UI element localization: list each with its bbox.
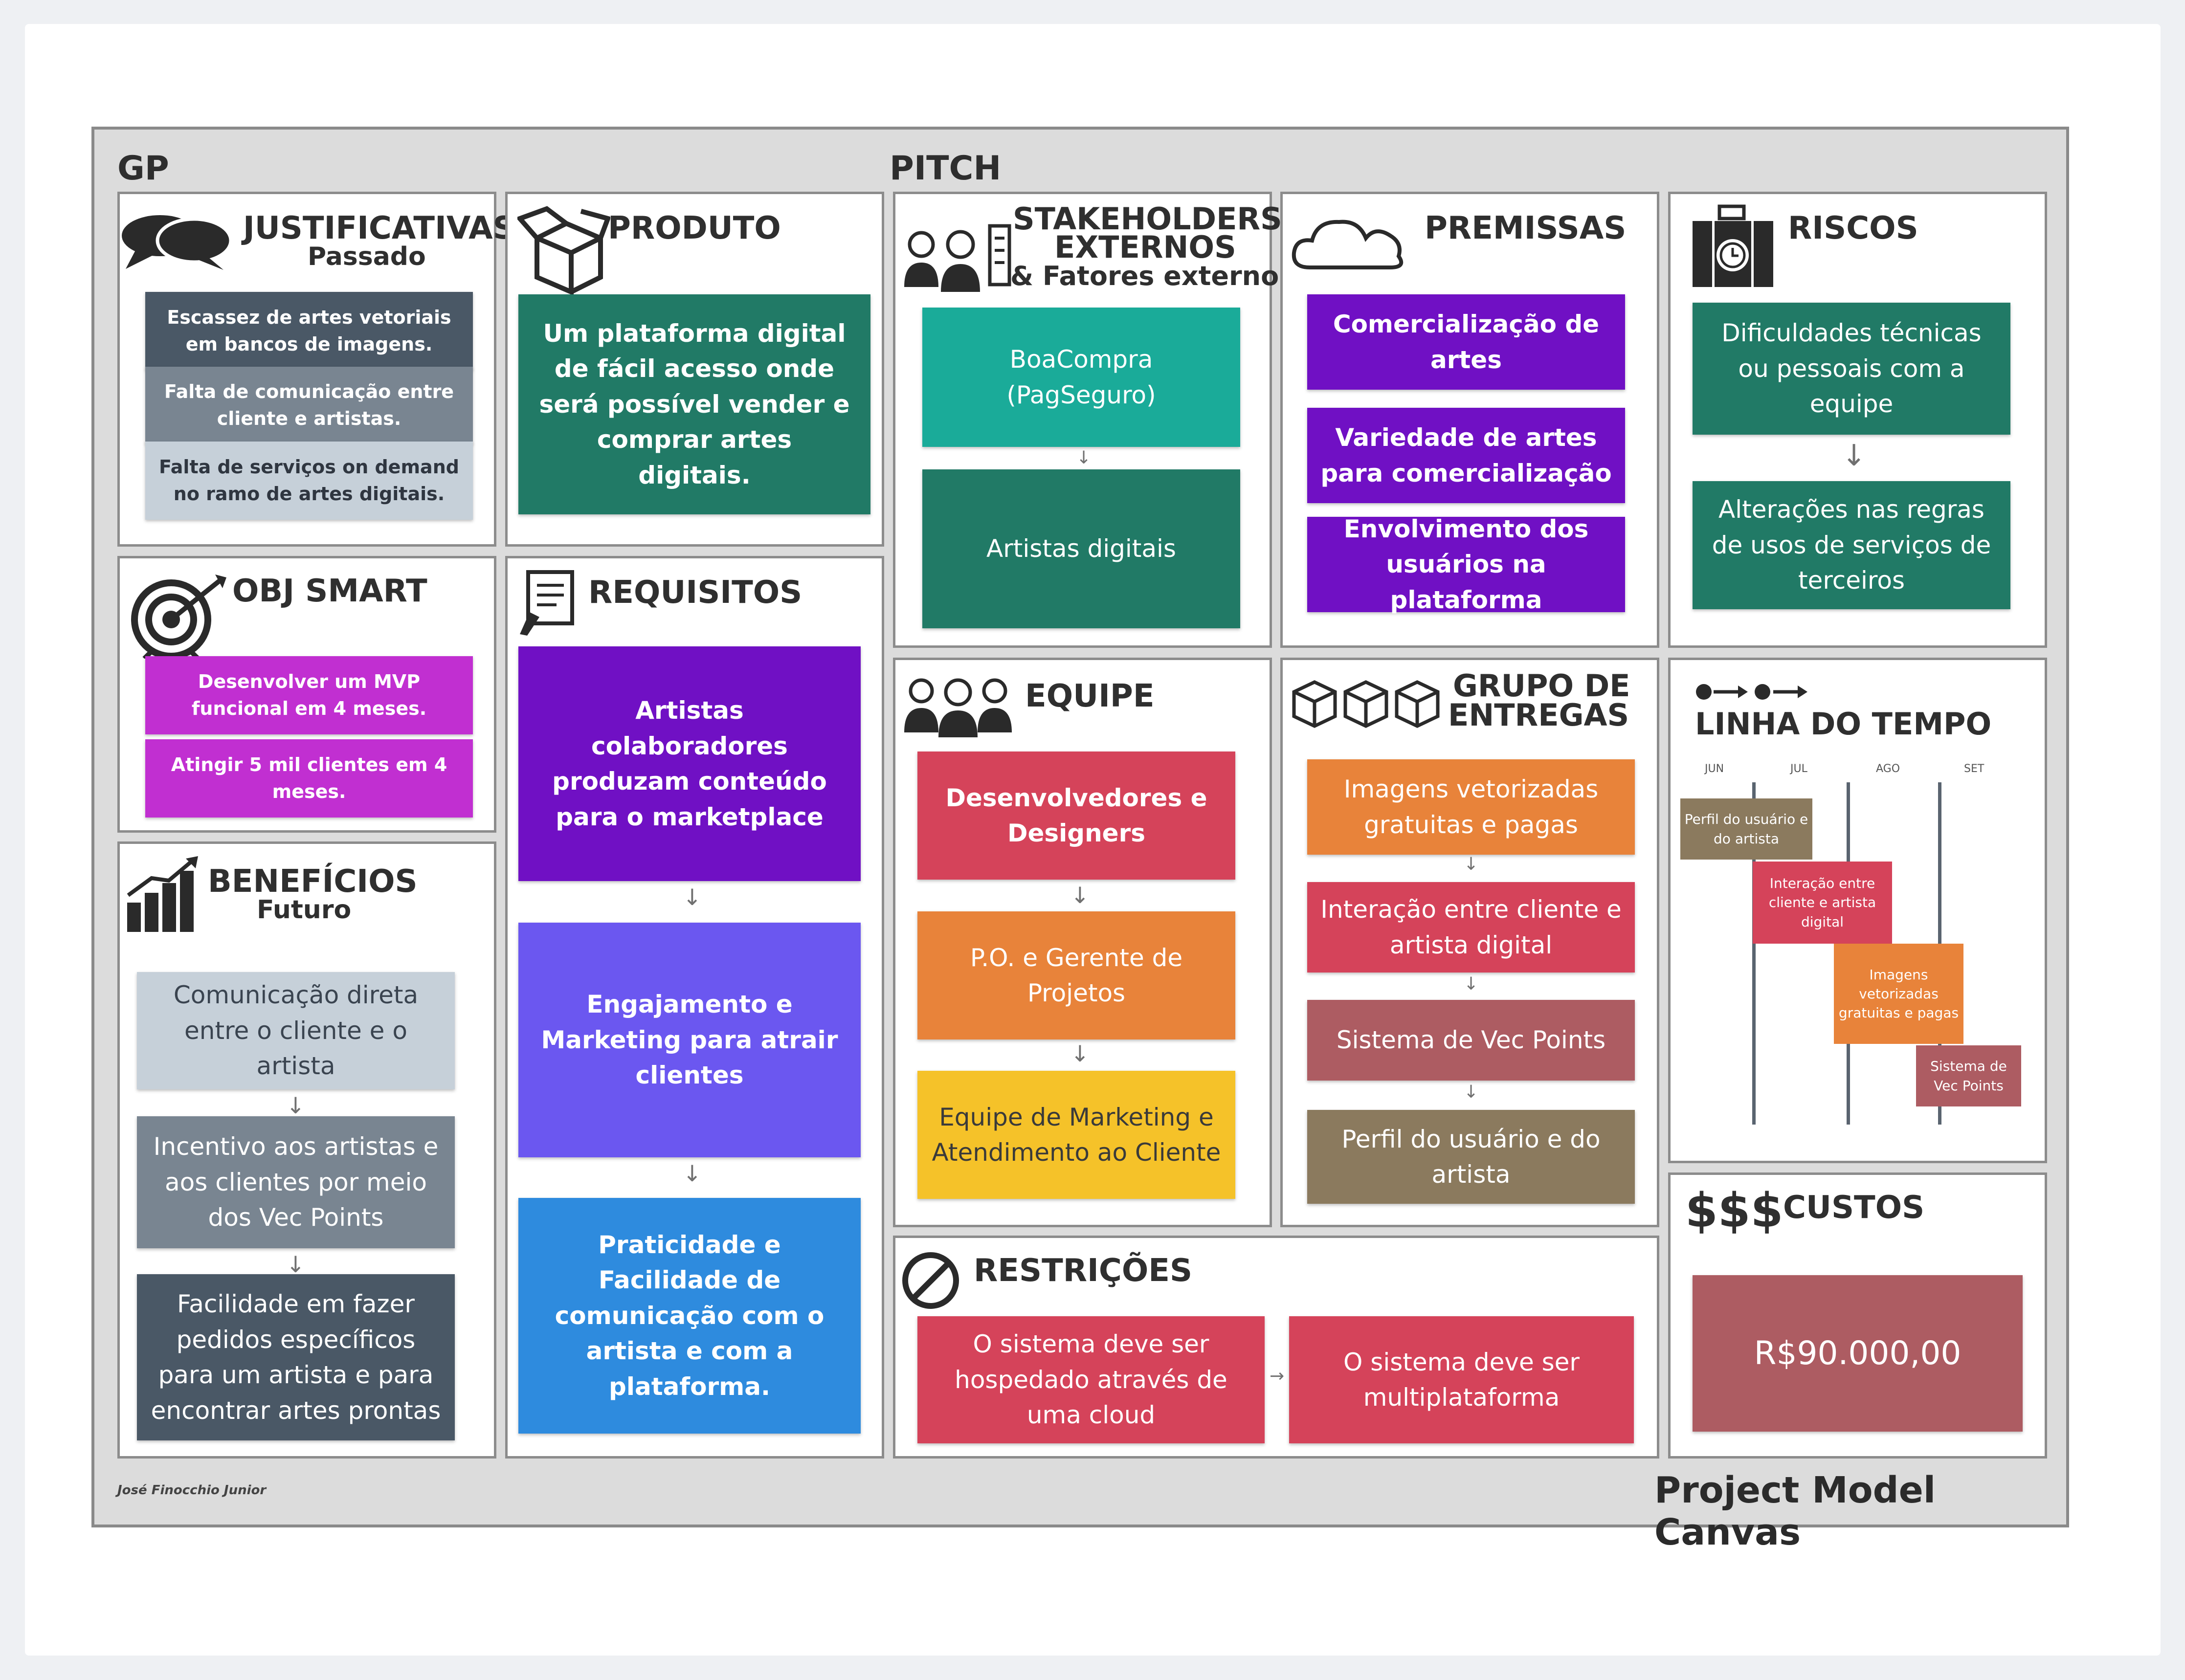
custos-panel: $$$ CUSTOS R$90.000,00: [1668, 1172, 2047, 1459]
stakeholder-card: Artistas digitais: [922, 469, 1240, 628]
team-card: P.O. e Gerente de Projetos: [917, 911, 1235, 1039]
month-label: AGO: [1876, 763, 1900, 775]
linha-tempo-panel: LINHA DO TEMPO JUN JUL AGO SET Perfil do…: [1668, 658, 2047, 1163]
cloud-icon: [1292, 220, 1404, 269]
stakeholders-subtitle: & Fatores externos: [1010, 261, 1295, 291]
down-arrow-icon: ↓: [1070, 1040, 1090, 1067]
delivery-card: Interação entre cliente e artista digita…: [1307, 882, 1635, 973]
obj-smart-title: OBJ SMART: [232, 573, 427, 609]
linha-tempo-title: LINHA DO TEMPO: [1695, 706, 1992, 742]
beneficios-title: BENEFÍCIOS: [208, 863, 418, 900]
cost-card: R$90.000,00: [1693, 1275, 2023, 1432]
premissas-title: PREMISSAS: [1425, 210, 1627, 246]
down-arrow-icon: ↓: [1070, 882, 1090, 908]
prohibited-icon: [902, 1252, 959, 1309]
down-arrow-icon: ↓: [1464, 854, 1479, 874]
product-card: Um plataforma digital de fácil acesso on…: [518, 294, 870, 514]
beneficios-panel: BENEFÍCIOS Futuro Comunicação direta ent…: [117, 841, 496, 1459]
premise-card: Envolvimento dos usuários na plataforma: [1307, 515, 1625, 614]
timeline-line: [1752, 782, 1756, 1125]
justificativa-card: Escassez de artes vetoriais em bancos de…: [145, 292, 473, 370]
section-label-gp: GP: [117, 149, 169, 188]
restricoes-panel: RESTRIÇÕES O sistema deve ser hospedado …: [893, 1236, 1659, 1459]
obj-smart-panel: OBJ SMART Desenvolver um MVP funcional e…: [117, 556, 496, 833]
timeline-arrows-icon: [1696, 684, 1807, 700]
benefit-card: Comunicação direta entre o cliente e o a…: [137, 972, 455, 1089]
stakeholders-title-1: STAKEHOLDERS: [1013, 201, 1282, 237]
custos-title: CUSTOS: [1783, 1190, 1925, 1226]
entregas-title-2: ENTREGAS: [1448, 697, 1629, 733]
timeline-item: Perfil do usuário e do artista: [1680, 798, 1812, 860]
justificativa-card: Falta de comunicação entre cliente e art…: [145, 367, 473, 444]
produto-title: PRODUTO: [608, 210, 781, 246]
equipe-panel: EQUIPE Desenvolvedores e Designers ↓ P.O…: [893, 658, 1272, 1227]
premissas-panel: PREMISSAS Comercialização de artes Varie…: [1280, 192, 1659, 648]
justificativa-card: Falta de serviços on demand no ramo de a…: [145, 442, 473, 520]
restriction-card: O sistema deve ser multiplataforma: [1289, 1316, 1634, 1443]
stakeholder-card: BoaCompra (PagSeguro): [922, 308, 1240, 447]
project-model-canvas: GP PITCH JUSTIFICATIVAS Passado Escassez…: [91, 127, 2069, 1553]
objective-card: Desenvolver um MVP funcional em 4 meses.: [145, 656, 473, 734]
riscos-title: RISCOS: [1788, 210, 1918, 246]
down-arrow-icon: ↓: [683, 884, 702, 910]
stakeholders-title-2: EXTERNOS: [1054, 229, 1236, 265]
month-label: JUL: [1790, 763, 1807, 775]
down-arrow-icon: ↓: [1464, 1082, 1479, 1102]
produto-panel: PRODUTO Um plataforma digital de fácil a…: [505, 192, 884, 547]
down-arrow-icon: ↓: [1076, 448, 1092, 468]
requisitos-title: REQUISITOS: [588, 575, 803, 611]
timeline-item: Sistema de Vec Points: [1916, 1045, 2021, 1106]
justificativas-panel: JUSTIFICATIVAS Passado Escassez de artes…: [117, 192, 515, 547]
requirement-card: Engajamento e Marketing para atrair clie…: [518, 923, 861, 1157]
restricoes-title: RESTRIÇÕES: [974, 1253, 1193, 1289]
section-label-pitch: PITCH: [890, 149, 1002, 188]
justificativas-title: JUSTIFICATIVAS: [243, 210, 515, 246]
requirement-card: Artistas colaboradores produzam conteúdo…: [518, 646, 861, 881]
team-icon: [904, 678, 1012, 737]
restriction-card: O sistema deve ser hospedado através de …: [917, 1316, 1265, 1443]
time-bomb-icon: [1693, 204, 1773, 287]
risk-card: Dificuldades técnicas ou pessoais com a …: [1693, 303, 2010, 435]
document-pen-icon: [520, 570, 574, 636]
premise-card: Comercialização de artes: [1307, 294, 1625, 390]
month-label: SET: [1964, 763, 1984, 775]
brand-label: Project Model Canvas: [1654, 1469, 1936, 1553]
riscos-panel: RISCOS Dificuldades técnicas ou pessoais…: [1668, 192, 2047, 648]
timeline-item: Imagens vetorizadas gratuitas e pagas: [1834, 944, 1963, 1044]
people-building-icon: [904, 224, 1011, 292]
author-label: José Finocchio Junior: [117, 1483, 267, 1498]
stakeholders-panel: STAKEHOLDERS EXTERNOS & Fatores externos…: [893, 192, 1294, 648]
justificativas-subtitle: Passado: [308, 242, 426, 271]
delivery-card: Imagens vetorizadas gratuitas e pagas: [1307, 759, 1635, 855]
beneficios-subtitle: Futuro: [257, 895, 352, 925]
equipe-title: EQUIPE: [1025, 678, 1155, 714]
risk-card: Alterações nas regras de usos de serviço…: [1693, 481, 2010, 609]
box-icon: [517, 206, 610, 296]
target-icon: [131, 575, 226, 659]
down-arrow-icon: ↓: [1842, 439, 1867, 473]
benefit-card: Incentivo aos artistas e aos clientes po…: [137, 1116, 455, 1248]
speech-bubbles-icon: [122, 215, 233, 270]
packages-icon: [1292, 680, 1440, 728]
team-card: Equipe de Marketing e Atendimento ao Cli…: [917, 1071, 1235, 1199]
down-arrow-icon: ↓: [286, 1251, 305, 1278]
down-arrow-icon: ↓: [1464, 974, 1479, 994]
benefit-card: Facilidade em fazer pedidos específicos …: [137, 1274, 455, 1440]
delivery-card: Perfil do usuário e do artista: [1307, 1110, 1635, 1204]
objective-card: Atingir 5 mil clientes em 4 meses.: [145, 739, 473, 818]
right-arrow-icon: →: [1270, 1366, 1285, 1386]
dollar-icon: $$$: [1685, 1183, 1784, 1238]
requirement-card: Praticidade e Facilidade de comunicação …: [518, 1198, 861, 1434]
team-card: Desenvolvedores e Designers: [917, 752, 1235, 880]
entregas-title-1: GRUPO DE: [1453, 668, 1630, 704]
premise-card: Variedade de artes para comercialização: [1307, 408, 1625, 503]
month-label: JUN: [1705, 763, 1724, 775]
requisitos-panel: REQUISITOS Artistas colaboradores produz…: [505, 556, 884, 1459]
down-arrow-icon: ↓: [286, 1092, 305, 1119]
down-arrow-icon: ↓: [683, 1160, 702, 1187]
delivery-card: Sistema de Vec Points: [1307, 1000, 1635, 1081]
grupo-entregas-panel: GRUPO DE ENTREGAS Imagens vetorizadas gr…: [1280, 658, 1659, 1227]
bar-chart-icon: [127, 856, 198, 932]
timeline-item: Interação entre cliente e artista digita…: [1753, 862, 1892, 944]
